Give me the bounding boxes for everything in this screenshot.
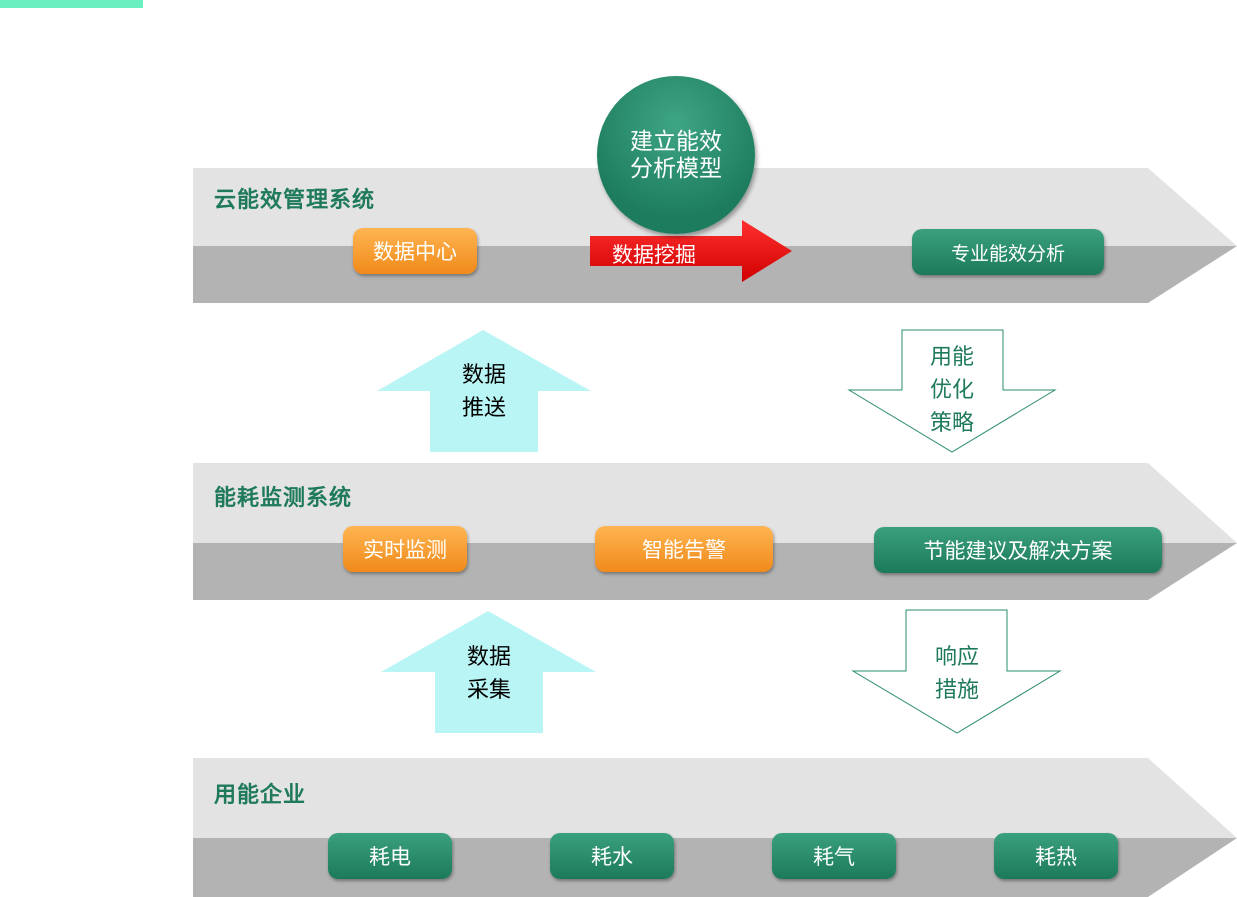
- layer-title-monitor: 能耗监测系统: [214, 485, 353, 510]
- gas-pill: 耗气: [772, 833, 896, 879]
- model-circle-line-1: 建立能效: [630, 128, 722, 154]
- electricity-pill: 耗电: [328, 833, 452, 879]
- response-down-arrow: [851, 609, 1062, 734]
- collect-up-arrow: [381, 611, 596, 733]
- collect-label-line-2: 采集: [466, 677, 511, 702]
- energy-analysis-pill: 专业能效分析: [912, 229, 1104, 275]
- push-label: 数据 推送: [440, 358, 528, 424]
- response-label-line-2: 措施: [934, 677, 979, 702]
- strategy-label-line-3: 策略: [929, 410, 974, 435]
- push-up-arrow: [377, 330, 591, 452]
- smart-alarm-pill: 智能告警: [595, 526, 773, 572]
- corner-accent-bar: [0, 0, 143, 8]
- layer-title-enterprise: 用能企业: [214, 782, 307, 807]
- saving-suggestion-pill: 节能建议及解决方案: [874, 527, 1162, 573]
- strategy-label-line-1: 用能: [929, 344, 974, 369]
- layer-title-cloud: 云能效管理系统: [214, 187, 376, 212]
- strategy-label-line-2: 优化: [929, 377, 974, 402]
- push-label-line-2: 推送: [461, 395, 506, 420]
- strategy-label: 用能 优化 策略: [908, 340, 996, 439]
- collect-label: 数据 采集: [445, 640, 533, 706]
- realtime-monitor-pill: 实时监测: [343, 526, 467, 572]
- data-mining-label: 数据挖掘: [612, 244, 696, 267]
- data-center-pill: 数据中心: [353, 228, 477, 274]
- data-mining-arrow: [590, 220, 792, 282]
- band-enterprise: [193, 758, 1237, 897]
- model-circle-line-2: 分析模型: [630, 155, 722, 181]
- water-pill: 耗水: [550, 833, 674, 879]
- model-circle: 建立能效 分析模型: [597, 76, 755, 234]
- push-label-line-1: 数据: [461, 362, 506, 387]
- response-label: 响应 措施: [913, 640, 1001, 706]
- response-label-line-1: 响应: [934, 644, 979, 669]
- collect-label-line-1: 数据: [466, 644, 511, 669]
- strategy-down-arrow: [847, 329, 1057, 453]
- heat-pill: 耗热: [994, 833, 1118, 879]
